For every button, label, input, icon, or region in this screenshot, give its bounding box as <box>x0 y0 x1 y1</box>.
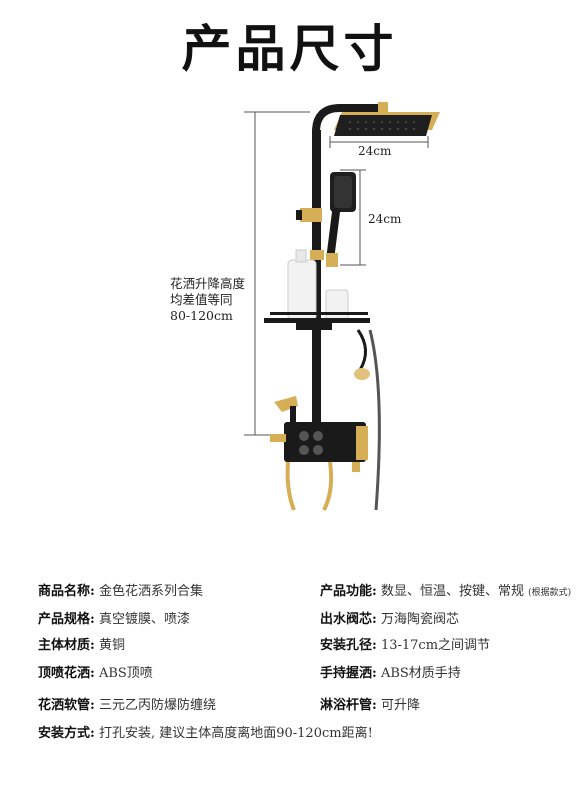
pipe-clamp <box>300 208 322 222</box>
range-note-line: 花洒升降高度 <box>170 276 246 291</box>
spec-value: 黄铜 <box>98 638 125 653</box>
spec-value: ABS材质手持 <box>380 666 461 681</box>
spec-value: ABS顶喷 <box>98 666 153 681</box>
shelf <box>264 312 370 330</box>
spec-table: 商品名称: 金色花洒系列合集 产品规格: 真空镀膜、喷漆 主体材质: 黄铜 顶喷… <box>0 576 579 800</box>
spec-row: 安装孔径: 13-17cm之间调节 <box>320 634 490 653</box>
spec-row: 顶喷花洒: ABS顶喷 <box>38 662 153 681</box>
shower-hose <box>368 329 381 511</box>
range-note-line: 均差值等同 <box>170 292 233 307</box>
spec-key: 安装孔径: <box>320 638 377 653</box>
spec-key: 手持握洒: <box>320 666 377 681</box>
spec-key: 产品规格: <box>38 612 95 627</box>
range-note-line: 80-120cm <box>170 308 233 323</box>
hand-length-label: 24cm <box>368 212 402 226</box>
spec-key: 出水阀芯: <box>320 612 377 627</box>
supply-hose-left <box>285 461 296 511</box>
hand-length-dimension <box>340 169 366 266</box>
mixer-valve <box>270 422 368 472</box>
spec-key: 安装方式: <box>38 726 95 741</box>
bidet-sprayer <box>274 396 298 436</box>
spec-value: 金色花洒系列合集 <box>98 584 203 599</box>
spec-value: 可升降 <box>380 698 420 713</box>
spec-value: 真空镀膜、喷漆 <box>98 612 190 627</box>
head-width-dimension <box>329 136 429 148</box>
spec-row: 手持握洒: ABS材质手持 <box>320 662 461 681</box>
spec-key: 产品功能: <box>320 584 377 599</box>
spec-row-install: 安装方式: 打孔安装, 建议主体高度离地面90-120cm距离! <box>38 722 373 741</box>
page-title: 产品尺寸 <box>181 19 398 78</box>
spec-value: 数显、恒温、按键、常规 <box>380 584 524 599</box>
spec-note: (根据款式) <box>528 588 572 598</box>
head-width-label: 24cm <box>358 144 392 158</box>
spec-key: 顶喷花洒: <box>38 666 95 681</box>
spec-row: 产品规格: 真空镀膜、喷漆 <box>38 608 190 627</box>
spec-value: 打孔安装, 建议主体高度离地面90-120cm距离! <box>98 726 373 741</box>
product-dimension-figure: 24cm 24cm 花洒升降高度 均差值等同 80-120cm <box>0 90 579 570</box>
spec-row: 主体材质: 黄铜 <box>38 634 125 653</box>
spec-value: 万海陶瓷阀芯 <box>380 612 459 627</box>
spec-key: 主体材质: <box>38 638 95 653</box>
overhead-shower-head <box>334 112 440 136</box>
spec-row: 出水阀芯: 万海陶瓷阀芯 <box>320 608 459 627</box>
shower-illustration <box>244 102 440 511</box>
height-range-note: 花洒升降高度 均差值等同 80-120cm <box>170 276 245 324</box>
spec-value: 三元乙丙防爆防缠绕 <box>98 698 216 713</box>
spec-row: 商品名称: 金色花洒系列合集 <box>38 580 203 599</box>
spec-key: 淋浴杆管: <box>320 698 377 713</box>
top-arm <box>312 104 384 133</box>
spec-row: 花洒软管: 三元乙丙防爆防缠绕 <box>38 694 216 713</box>
shelf-hook <box>356 329 367 371</box>
spec-row: 淋浴杆管: 可升降 <box>320 694 420 713</box>
spec-key: 花洒软管: <box>38 698 95 713</box>
spec-row: 产品功能: 数显、恒温、按键、常规 (根据款式) <box>320 580 571 599</box>
hand-shower <box>310 172 356 267</box>
spec-value: 13-17cm之间调节 <box>380 638 491 653</box>
spec-key: 商品名称: <box>38 584 95 599</box>
supply-hose-right <box>322 461 334 511</box>
